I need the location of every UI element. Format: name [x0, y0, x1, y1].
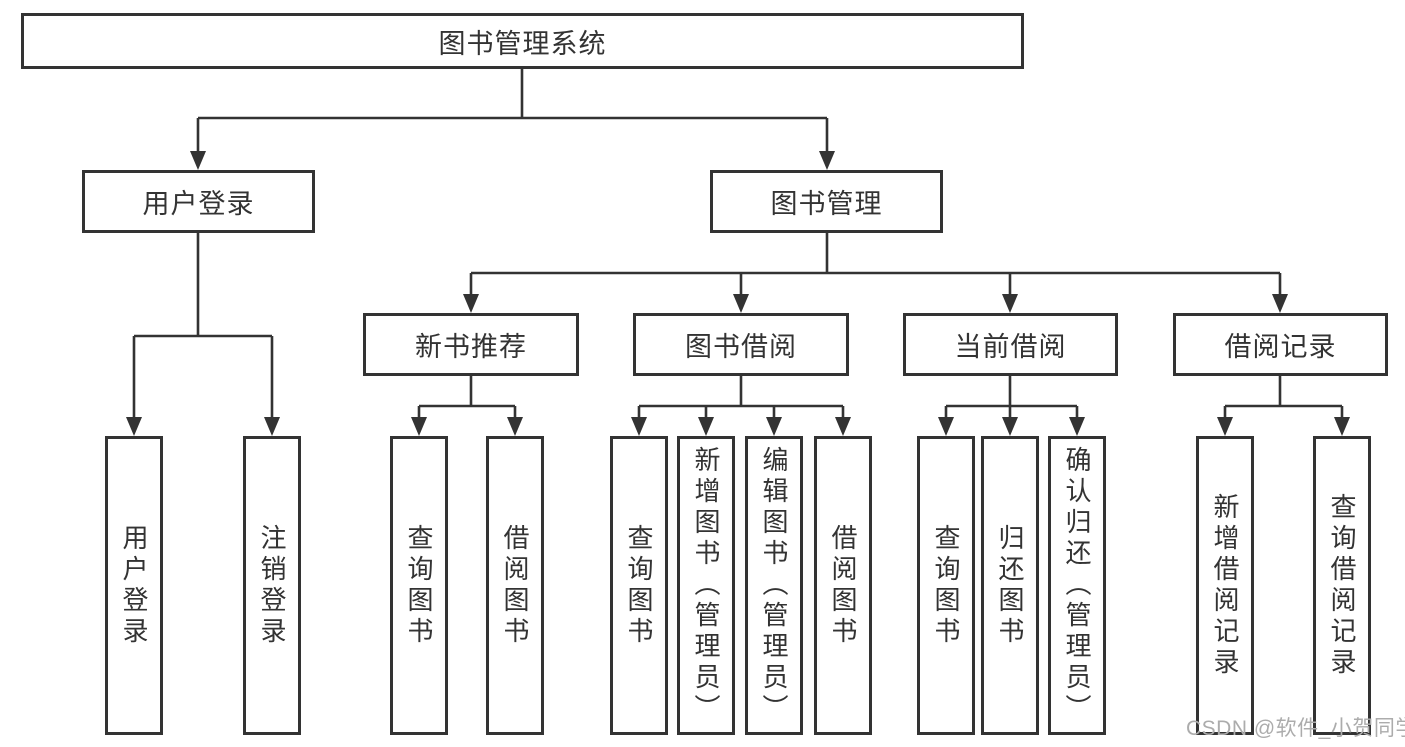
leaf-add-books-admin-label: 新增图书（管理员） — [691, 446, 721, 725]
node-current-borrow: 当前借阅 — [903, 313, 1118, 376]
rail-new-book — [419, 376, 515, 408]
csdn-watermark: CSDN @软件_小贺同学 — [1186, 717, 1405, 740]
node-book-borrow: 图书借阅 — [633, 313, 849, 376]
leaf-query-borrow-record: 查询借阅记录 — [1313, 436, 1371, 735]
leaf-query-books-3-label: 查询图书 — [931, 523, 961, 648]
leaf-borrow-books-1: 借阅图书 — [486, 436, 544, 735]
leaf-edit-books-admin: 编辑图书（管理员） — [745, 436, 803, 735]
node-library-system: 图书管理系统 — [21, 13, 1024, 69]
leaf-borrow-books-2-label: 借阅图书 — [828, 523, 858, 648]
node-current-borrow-label: 当前借阅 — [954, 332, 1067, 362]
leaf-borrow-books-1-label: 借阅图书 — [500, 523, 530, 648]
node-book-borrow-label: 图书借阅 — [685, 332, 797, 362]
leaf-confirm-return-admin-label: 确认归还（管理员） — [1062, 446, 1092, 725]
leaf-query-borrow-record-label: 查询借阅记录 — [1327, 492, 1357, 679]
leaf-query-books-2: 查询图书 — [610, 436, 668, 735]
node-user-login-label: 用户登录 — [142, 189, 255, 219]
rail-book-borrow — [639, 376, 843, 408]
rail-book-mgmt-to-level2 — [471, 233, 1280, 275]
leaf-user-login-label: 用户登录 — [119, 523, 149, 648]
node-user-login: 用户登录 — [82, 170, 315, 233]
node-book-management: 图书管理 — [710, 170, 943, 233]
rail-user-login — [134, 233, 272, 338]
leaf-return-books: 归还图书 — [981, 436, 1039, 735]
node-book-management-label: 图书管理 — [770, 189, 883, 219]
leaf-query-books-1: 查询图书 — [390, 436, 448, 735]
leaf-user-login: 用户登录 — [105, 436, 163, 735]
leaf-query-books-2-label: 查询图书 — [624, 523, 654, 648]
leaf-borrow-books-2: 借阅图书 — [814, 436, 872, 735]
rail-current-borrow — [946, 376, 1077, 408]
node-new-book-recommend-label: 新书推荐 — [415, 332, 527, 362]
node-new-book-recommend: 新书推荐 — [363, 313, 579, 376]
leaf-return-books-label: 归还图书 — [995, 523, 1025, 648]
node-borrow-record: 借阅记录 — [1173, 313, 1388, 376]
arrow-stubs — [132, 118, 1344, 424]
rail-root-to-level1 — [198, 69, 827, 120]
leaf-add-borrow-record: 新增借阅记录 — [1196, 436, 1254, 735]
leaf-query-books-1-label: 查询图书 — [404, 523, 434, 648]
node-library-system-label: 图书管理系统 — [438, 28, 607, 59]
leaf-query-books-3: 查询图书 — [917, 436, 975, 735]
node-borrow-record-label: 借阅记录 — [1224, 332, 1337, 362]
leaf-edit-books-admin-label: 编辑图书（管理员） — [759, 446, 789, 725]
leaf-logout-label: 注销登录 — [257, 523, 287, 648]
leaf-add-borrow-record-label: 新增借阅记录 — [1210, 492, 1240, 679]
leaf-logout: 注销登录 — [243, 436, 301, 735]
leaf-confirm-return-admin: 确认归还（管理员） — [1048, 436, 1106, 735]
rail-borrow-record — [1225, 376, 1342, 408]
leaf-add-books-admin: 新增图书（管理员） — [677, 436, 735, 735]
